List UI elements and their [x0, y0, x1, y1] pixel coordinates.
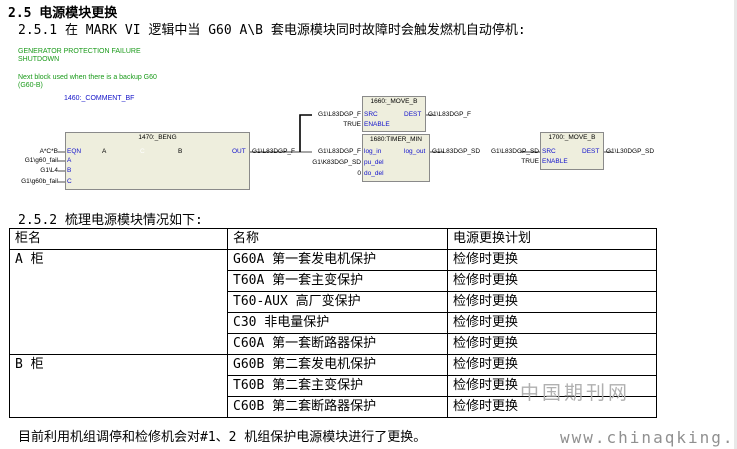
comment-line-3: Next block used when there is a backup G…: [18, 74, 157, 81]
move2-output: G1\L30DGP_SD: [606, 148, 655, 155]
name-cell: C60B 第二套断路器保护: [227, 396, 448, 418]
contact-c-label: C: [140, 148, 145, 155]
move-block-1[interactable]: 1660:_MOVE_B: [362, 96, 426, 132]
timer-pin-pudel: pu_del: [364, 159, 384, 166]
table-row: C30 非电量保护 检修时更换: [10, 312, 657, 334]
plan-cell: 检修时更换: [447, 270, 657, 292]
timer-input-pudel: G1\K83DGP_SD: [312, 159, 361, 166]
watermark-cn: 中国期刊网: [520, 382, 631, 404]
timer-block[interactable]: 1680:TIMER_MIN: [362, 134, 430, 182]
right-edge-bar: [734, 0, 737, 449]
move2-title: 1700:_MOVE_B: [548, 134, 596, 141]
move1-output: G1\L83DGP_F: [428, 111, 471, 118]
beng-title: 1470:_BENG: [138, 134, 177, 141]
plan-cell: 检修时更换: [447, 354, 657, 376]
beng-input-c: G1\g60b_fail: [21, 178, 58, 185]
timer-input-login: G1\L83DGP_F: [318, 148, 361, 155]
table-row: B 柜 G60B 第二套发电机保护 检修时更换: [9, 354, 657, 418]
name-cell: G60A 第一套发电机保护: [227, 249, 448, 271]
move1-input-src: G1\L83DGP_F: [318, 111, 361, 118]
move2-input-enable: TRUE: [521, 158, 539, 165]
beng-pin-b: B: [67, 167, 72, 174]
table-row: C60A 第一套断路器保护 检修时更换: [10, 333, 657, 355]
beng-pin-eqn: EQN: [67, 148, 82, 155]
beng-block[interactable]: 1470:_BENG: [65, 132, 250, 190]
header-name: 名称: [227, 228, 448, 250]
plan-cell: 检修时更换: [447, 396, 657, 418]
move2-pin-enable: ENABLE: [542, 158, 568, 165]
plan-cell: 检修时更换: [447, 333, 657, 355]
move1-title: 1660:_MOVE_B: [370, 98, 418, 105]
footer-text: 目前利用机组调停和检修机会对#1、2 机组保护电源模块进行了更换。: [18, 430, 427, 445]
logic-diagram: GENERATOR PROTECTION FAILURE SHUTDOWN Ne…: [0, 40, 737, 206]
plan-cell: 检修时更换: [447, 291, 657, 313]
beng-pin-out: OUT: [232, 148, 246, 155]
timer-pin-dodel: do_del: [364, 170, 384, 177]
move1-input-enable: TRUE: [343, 121, 361, 128]
beng-output: G1\L83DGP_F: [252, 148, 295, 155]
beng-input-a: G1\g60_fail: [24, 157, 58, 164]
name-cell: T60A 第一套主变保护: [227, 270, 448, 292]
plan-cell: 检修时更换: [447, 249, 657, 271]
subsection-1-title: 2.5.1 在 MARK VI 逻辑中当 G60 A\B 套电源模块同时故障时会…: [18, 23, 526, 38]
table-row: A 柜 G60A 第一套发电机保护 检修时更换: [9, 249, 657, 355]
name-cell: G60B 第二套发电机保护: [227, 354, 448, 376]
name-cell: T60B 第二套主变保护: [227, 375, 448, 397]
beng-pin-c: C: [67, 178, 72, 185]
header-cabinet: 柜名: [9, 228, 228, 250]
header-plan: 电源更换计划: [447, 228, 657, 250]
table-row: C60B 第二套断路器保护 检修时更换: [10, 396, 657, 418]
timer-title: 1680:TIMER_MIN: [369, 136, 423, 143]
comment-line-4: (G60-B): [18, 82, 43, 89]
move1-pin-enable: ENABLE: [364, 121, 390, 128]
move2-input-src: G1\L83DGP_SD: [490, 148, 539, 155]
move-block-2[interactable]: 1700:_MOVE_B: [540, 132, 604, 170]
comment-block-label: 1460:_COMMENT_BF: [64, 95, 135, 102]
timer-pin-login: log_in: [364, 148, 382, 155]
name-cell: T60-AUX 高厂变保护: [227, 291, 448, 313]
timer-pin-logout: log_out: [404, 148, 426, 155]
subsection-2-title: 2.5.2 梳理电源模块情况如下:: [18, 213, 203, 228]
name-cell: C60A 第一套断路器保护: [227, 333, 448, 355]
contact-a-label: A: [102, 148, 107, 155]
move2-pin-dest: DEST: [582, 148, 600, 155]
cabinet-b-cell: B 柜: [9, 354, 228, 418]
cabinet-a-cell: A 柜: [9, 249, 228, 355]
comment-line-2: SHUTDOWN: [18, 56, 60, 63]
contact-b-label: B: [178, 148, 183, 155]
plan-cell: 检修时更换: [447, 312, 657, 334]
name-cell: C30 非电量保护: [227, 312, 448, 334]
table-row: T60A 第一套主变保护 检修时更换: [10, 270, 657, 292]
move1-pin-dest: DEST: [404, 111, 422, 118]
beng-input-b: G1\L4: [40, 167, 58, 174]
comment-line-1: GENERATOR PROTECTION FAILURE: [18, 48, 141, 55]
move2-pin-src: SRC: [542, 148, 556, 155]
watermark-url: www.chinaqking.com: [560, 428, 737, 447]
timer-input-dodel: 0: [357, 170, 361, 177]
power-module-table: 柜名 名称 电源更换计划 A 柜 G60A 第一套发电机保护 检修时更换 T60…: [9, 228, 657, 418]
move1-pin-src: SRC: [364, 111, 378, 118]
table-header-row: 柜名 名称 电源更换计划: [9, 228, 657, 250]
beng-input-eqn: A*C*B: [39, 148, 58, 155]
beng-pin-a: A: [67, 157, 72, 164]
timer-output: G1\L83DGP_SD: [432, 148, 481, 155]
section-title: 2.5 电源模块更换: [8, 6, 118, 21]
